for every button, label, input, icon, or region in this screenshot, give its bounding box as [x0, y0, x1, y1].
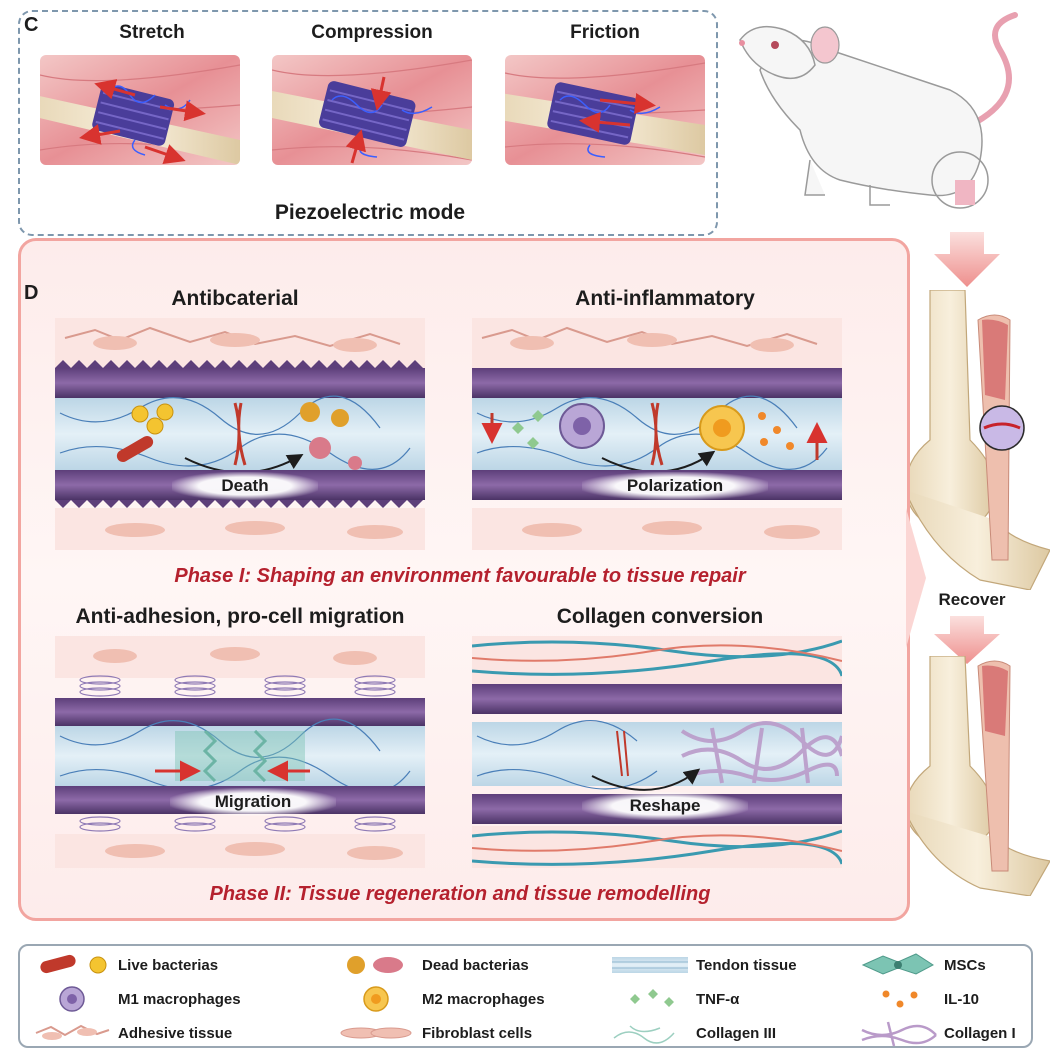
legend-item-il-10: IL-10 — [858, 984, 979, 1014]
death-label: Death — [172, 472, 318, 500]
mode-title-stretch: Stretch — [119, 22, 185, 43]
dead-bacteria-icon — [347, 956, 403, 974]
collagen-i-icon — [861, 1021, 937, 1047]
legend-item-dead-bacteria: Dead bacterias — [336, 950, 529, 980]
msc-icon — [861, 953, 934, 975]
mode-title-compression: Compression — [311, 22, 433, 43]
legend-label: Collagen III — [696, 1024, 777, 1042]
rat-illustration — [739, 12, 1018, 209]
legend-label: M1 macrophages — [118, 990, 241, 1008]
down-arrow-top — [934, 232, 1000, 287]
legend-item-tendon-tissue: Tendon tissue — [610, 950, 797, 980]
anti-adhesion-scene — [55, 636, 425, 868]
m1-macrophage-icon — [59, 986, 85, 1012]
legend-label: Live bacterias — [118, 956, 219, 974]
legend-item-collagen-iii: Collagen III — [610, 1018, 776, 1048]
piezoelectric-mode-caption: Piezoelectric mode — [274, 201, 466, 224]
panel-c-letter: C — [24, 14, 39, 36]
antibacterial-title: Antibcaterial — [171, 287, 299, 310]
legend-label: Dead bacterias — [422, 956, 529, 974]
tendon-tissue-icon — [612, 957, 688, 973]
collagen-conversion-title: Collagen conversion — [556, 605, 764, 628]
recover-label: Recover — [938, 590, 1006, 609]
panel-c — [18, 10, 718, 236]
legend: Live bacterias Dead bacterias Tendon tis… — [18, 944, 1033, 1048]
collagen-iii-icon — [613, 1025, 675, 1044]
legend-item-collagen-i: Collagen I — [858, 1018, 1016, 1048]
live-bacteria-icon — [40, 954, 107, 974]
anti-inflammatory-title: Anti-inflammatory — [575, 287, 755, 310]
panel-d-letter: D — [24, 282, 39, 304]
legend-label: TNF-α — [696, 990, 740, 1008]
collagen-conversion-scene — [472, 636, 842, 868]
polarization-label: Polarization — [582, 472, 768, 500]
anti-adhesion-title: Anti-adhesion, pro-cell migration — [75, 605, 405, 628]
stretch-scene — [40, 55, 240, 165]
legend-item-m2-macrophages: M2 macrophages — [336, 984, 545, 1014]
legend-label: Adhesive tissue — [118, 1024, 233, 1042]
legend-label: Fibroblast cells — [422, 1024, 533, 1042]
compression-scene — [272, 55, 472, 165]
legend-label: Tendon tissue — [696, 956, 797, 974]
adhesive-tissue-icon — [35, 1024, 110, 1040]
legend-label: M2 macrophages — [422, 990, 545, 1008]
legend-label: Collagen I — [944, 1024, 1016, 1042]
tnf-alpha-icon — [630, 989, 674, 1007]
reshape-label: Reshape — [582, 792, 748, 820]
legend-label: MSCs — [944, 956, 986, 974]
antibacterial-scene — [55, 318, 425, 550]
legend-item-m1-macrophages: M1 macrophages — [32, 984, 241, 1014]
il10-icon — [882, 990, 918, 1008]
legend-item-tnf-alpha: TNF-α — [610, 984, 739, 1014]
phase-two-caption: Phase II: Tissue regeneration and tissue… — [209, 883, 711, 905]
phase-one-caption: Phase I: Shaping an environment favourab… — [174, 565, 746, 587]
legend-item-live-bacteria: Live bacterias — [32, 950, 218, 980]
down-arrow-bottom — [934, 616, 1000, 664]
legend-label: IL-10 — [944, 990, 980, 1008]
legend-item-adhesive-tissue: Adhesive tissue — [32, 1018, 232, 1048]
m2-macrophage-icon — [363, 986, 389, 1012]
healed-ankle-illustration — [904, 656, 1050, 896]
injured-ankle-illustration — [904, 290, 1050, 590]
friction-scene — [505, 55, 705, 165]
legend-item-mscs: MSCs — [858, 950, 986, 980]
anti-inflammatory-scene — [472, 318, 842, 550]
panel-d-connector — [906, 508, 926, 648]
fibroblast-icon — [340, 1027, 412, 1039]
migration-label: Migration — [170, 788, 336, 816]
legend-item-fibroblast-cells: Fibroblast cells — [336, 1018, 532, 1048]
mode-title-friction: Friction — [570, 22, 640, 43]
